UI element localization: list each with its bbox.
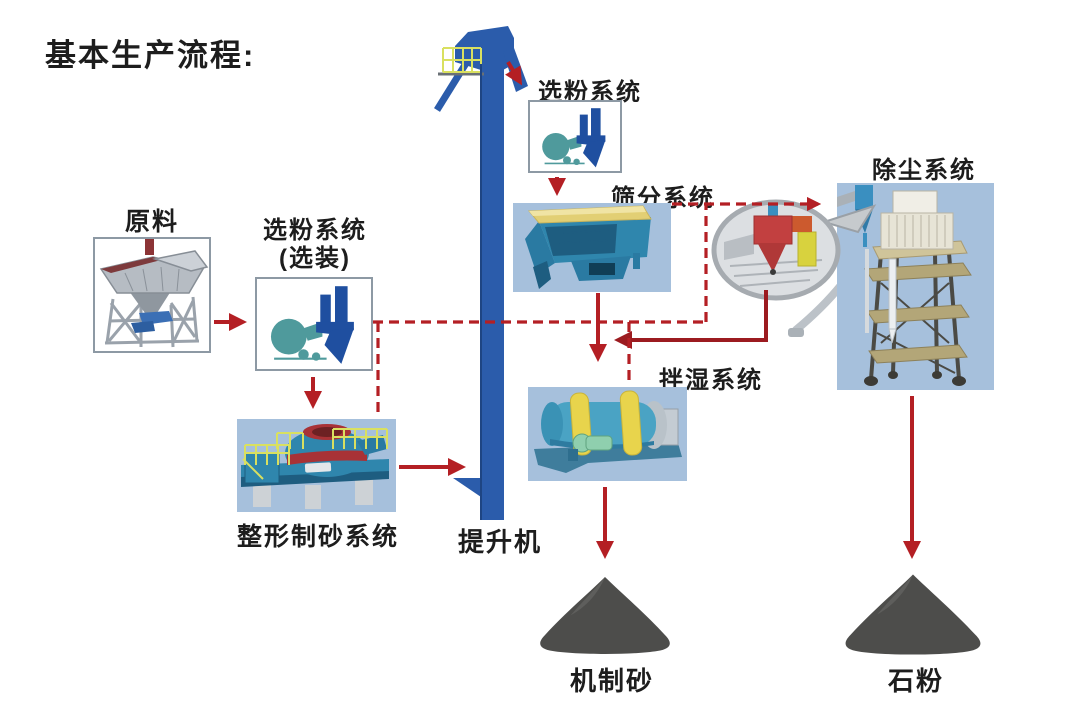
optional-classifier-label-line2: (选装) [279, 245, 351, 272]
machine-sand-label: 机制砂 [570, 666, 655, 696]
raw-material-hopper-illustration [99, 239, 209, 348]
optional-classifier-label-line1: 选粉系统 [263, 217, 367, 244]
dust-pipe-illustration [788, 282, 844, 337]
shaping-sand-illustration [241, 424, 389, 509]
raw-material-label: 原料 [124, 208, 179, 236]
optional-classifier-label: 选粉系统 (选装) [240, 217, 390, 273]
optional-classifier-illustration [270, 286, 354, 364]
wet-mixing-box [528, 387, 687, 481]
edge-detail-return-line [614, 290, 768, 349]
elevator-platform-rail [442, 47, 482, 73]
classifier-illustration [542, 108, 606, 168]
page-title: 基本生产流程: [45, 38, 256, 73]
optional-classifier-box [255, 277, 373, 371]
stone-powder-pile [845, 574, 981, 655]
dust-removal-illustration [837, 185, 972, 386]
screening-illustration [525, 205, 652, 289]
edge-elevator-to-classifier [505, 60, 523, 86]
dust-removal-label: 除尘系统 [872, 157, 976, 184]
wet-mixing-illustration [534, 390, 682, 473]
screening-box [513, 203, 671, 292]
stone-powder-label: 石粉 [888, 666, 945, 696]
shaping-sand-box [237, 419, 396, 512]
raw-material-box [93, 237, 211, 353]
elevator-label: 提升机 [458, 527, 543, 557]
machine-sand-pile [540, 577, 670, 654]
classifier-box [528, 100, 622, 173]
shaping-sand-label: 整形制砂系统 [237, 523, 400, 551]
dust-removal-box [837, 183, 994, 390]
